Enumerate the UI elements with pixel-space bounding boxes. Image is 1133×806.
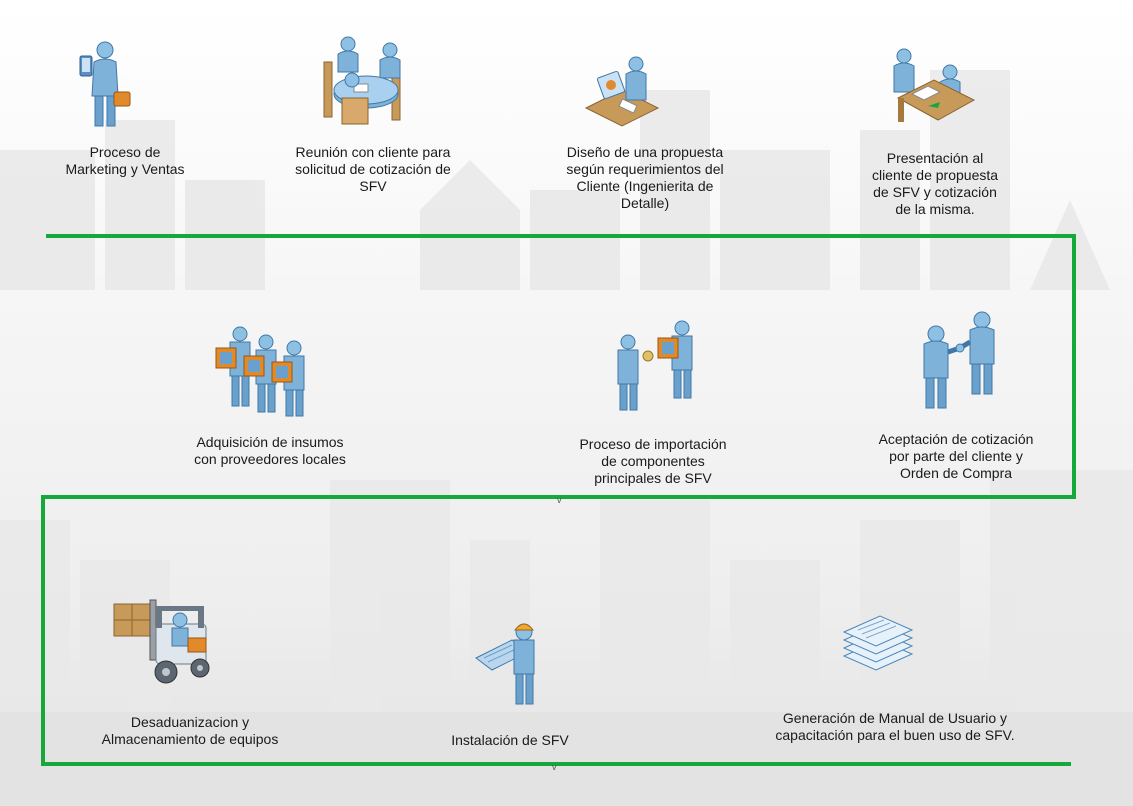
label-line: Proceso de importación [579, 436, 727, 452]
label-line: según requerimientos del [566, 161, 724, 177]
connector-marker: v [552, 762, 557, 772]
label-line: Orden de Compra [899, 465, 1013, 481]
design-desk-icon [584, 56, 660, 127]
label-line: Desaduanizacion y [130, 714, 250, 730]
label-line: de SFV y cotización [873, 184, 997, 200]
meeting-table-icon [323, 36, 401, 125]
label-line: Almacenamiento de equipos [101, 731, 279, 747]
label-line: Marketing y Ventas [65, 161, 185, 177]
document-stack-icon [842, 615, 914, 671]
label-line: Proceso de [89, 144, 161, 160]
forklift-icon [113, 599, 210, 684]
suppliers-with-boxes-icon [215, 326, 305, 417]
handshake-icon [923, 311, 995, 409]
marketer-with-briefcase-icon [79, 41, 131, 127]
step-instalacion-label: Instalación de SFV [420, 732, 600, 749]
step-reunion-label: Reunión con cliente para solicitud de co… [268, 144, 478, 195]
step-importacion-label: Proceso de importación de componentes pr… [548, 436, 758, 487]
label-line: Detalle) [620, 195, 670, 211]
label-line: Generación de Manual de Usuario y [782, 710, 1008, 726]
label-line: Cliente (Ingenierita de [576, 178, 714, 194]
flow-path [41, 234, 1076, 766]
package-exchange-icon [617, 320, 693, 411]
step-diseno-label: Diseño de una propuesta según requerimie… [540, 144, 750, 212]
label-line: por parte del cliente y [889, 448, 1023, 464]
presentation-desk-icon [893, 48, 976, 122]
label-line: de la misma. [895, 201, 975, 217]
label-line: principales de SFV [594, 470, 712, 486]
label-line: SFV [359, 178, 387, 194]
step-manual-label: Generación de Manual de Usuario y capaci… [740, 710, 1050, 744]
label-line: con proveedores locales [194, 451, 346, 467]
label-line: solicitud de cotización de [295, 161, 451, 177]
label-line: Diseño de una propuesta [566, 144, 724, 160]
step-marketing-label: Proceso de Marketing y Ventas [30, 144, 220, 178]
connector-marker: v [557, 495, 562, 505]
step-adquisicion-label: Adquisición de insumos con proveedores l… [160, 434, 380, 468]
label-line: cliente de propuesta [871, 167, 999, 183]
label-line: de componentes [601, 453, 705, 469]
label-line: Adquisición de insumos [196, 434, 344, 450]
label-line: Presentación al [886, 150, 984, 166]
label-line: Reunión con cliente para [295, 144, 451, 160]
label-line: capacitación para el buen uso de SFV. [775, 727, 1015, 743]
step-desaduanizacion-label: Desaduanizacion y Almacenamiento de equi… [70, 714, 310, 748]
label-line: Aceptación de cotización [878, 431, 1034, 447]
label-line: Instalación de SFV [451, 732, 569, 748]
step-aceptacion-label: Aceptación de cotización por parte del c… [846, 431, 1066, 482]
step-presentacion-label: Presentación al cliente de propuesta de … [840, 150, 1030, 218]
installer-with-blueprint-icon [475, 623, 535, 705]
